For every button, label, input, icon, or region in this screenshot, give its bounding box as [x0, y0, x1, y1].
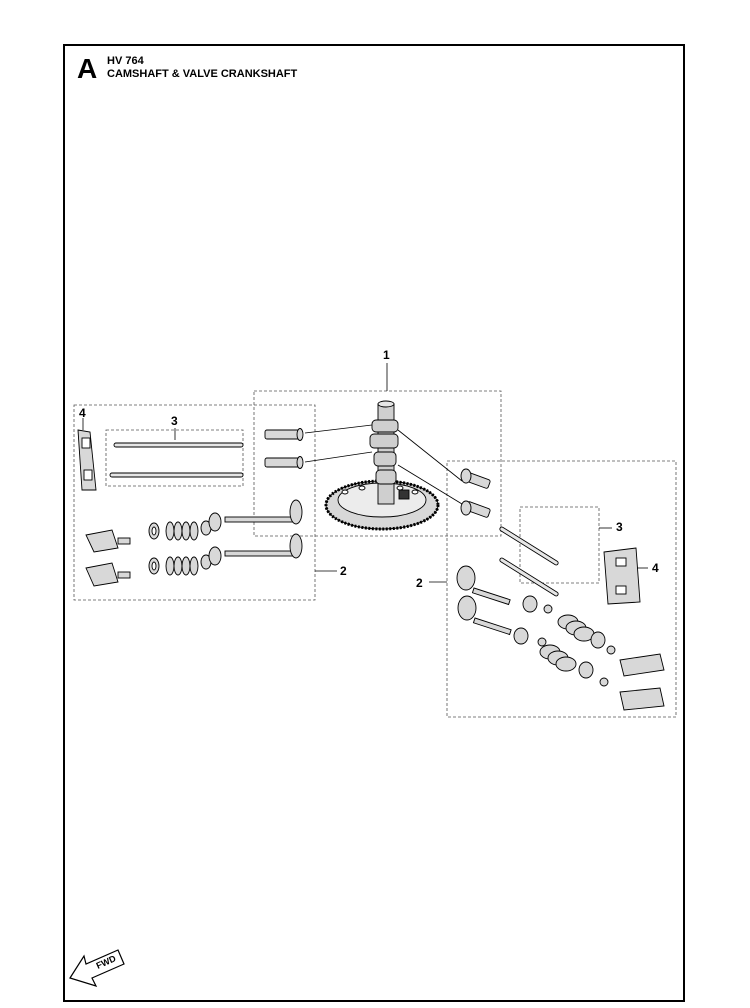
- section-letter: A: [77, 53, 98, 84]
- valve-train-left-2: [85, 533, 303, 587]
- pushrods-left: [109, 442, 244, 478]
- valve-train-right-2: [457, 595, 665, 711]
- camshaft-group-box: [253, 390, 502, 537]
- rocker-plate-left: [77, 429, 97, 491]
- left-valve-group-box: [73, 404, 316, 601]
- page-title: CAMSHAFT & VALVE CRANKSHAFT: [107, 68, 298, 80]
- callout-valve-group-left: 2: [340, 564, 347, 578]
- valve-train-left-1: [85, 499, 303, 553]
- fwd-arrow-icon: [69, 949, 125, 987]
- callout-pushrods-left: 3: [171, 414, 178, 428]
- tappets-right: [460, 468, 491, 518]
- valve-train-right-1: [456, 565, 665, 677]
- pushrods-right: [499, 526, 559, 597]
- right-valve-group-box: [446, 460, 677, 718]
- drawing-frame: [63, 44, 685, 1002]
- callout-pushrods-right: 3: [616, 520, 623, 534]
- tappets-left: [264, 428, 304, 469]
- rocker-plate-right: [603, 547, 641, 605]
- callout-plate-right: 4: [652, 561, 659, 575]
- right-pushrod-group-box: [519, 506, 600, 584]
- model-label: HV 764: [107, 55, 144, 67]
- callout-camshaft: 1: [383, 348, 390, 362]
- camshaft: [369, 400, 410, 505]
- callout-valve-group-right: 2: [416, 576, 423, 590]
- left-pushrod-group-box: [105, 429, 244, 487]
- callout-plate-left: 4: [79, 406, 86, 420]
